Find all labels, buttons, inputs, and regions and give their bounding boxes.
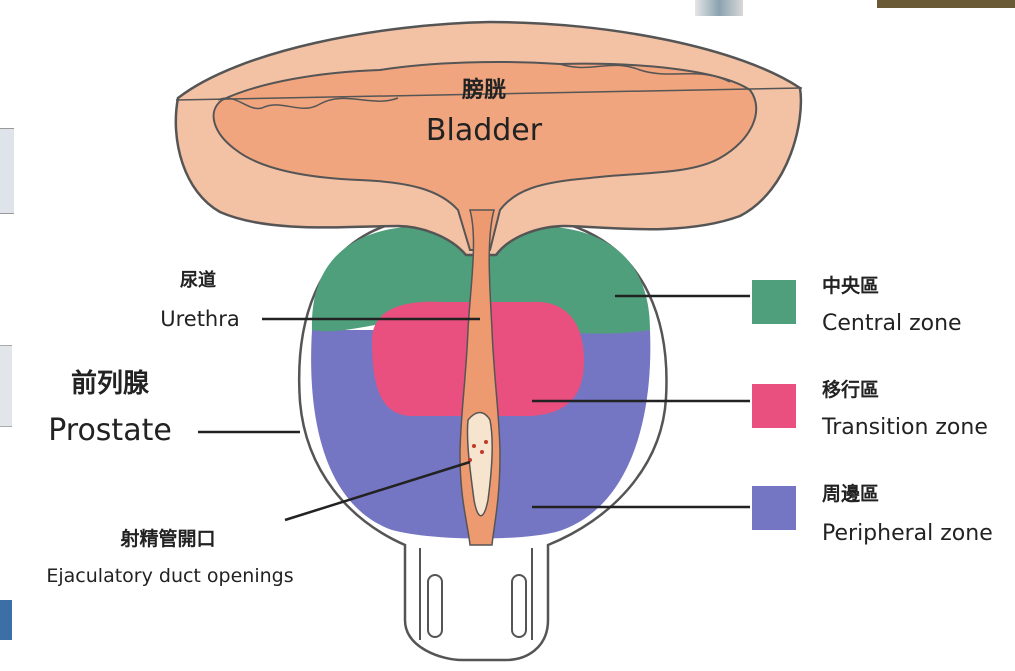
central-zone-swatch (752, 280, 796, 324)
prostate-label-cn: 前列腺 (71, 368, 150, 399)
legend-transition-zone: 移行區 Transition zone (752, 378, 988, 440)
ejaculatory-label-en: Ejaculatory duct openings (46, 565, 293, 587)
transition-zone-label-cn: 移行區 (822, 378, 879, 401)
peripheral-zone-label-cn: 周邊區 (822, 482, 879, 505)
peripheral-zone-label-en: Peripheral zone (822, 521, 993, 546)
urethra-label-en: Urethra (160, 307, 240, 331)
peripheral-zone-swatch (752, 486, 796, 530)
central-zone-label-en: Central zone (822, 311, 962, 336)
transition-zone-label-en: Transition zone (821, 415, 988, 440)
ejaculatory-label-cn: 射精管開口 (119, 527, 215, 550)
urethra-label-cn: 尿道 (180, 269, 216, 291)
central-zone-label-cn: 中央區 (822, 274, 879, 297)
legend-peripheral-zone: 周邊區 Peripheral zone (752, 482, 993, 546)
legend-central-zone: 中央區 Central zone (752, 274, 962, 336)
prostate-label-en: Prostate (48, 413, 172, 448)
transition-zone-swatch (752, 384, 796, 428)
bladder-label-en: Bladder (426, 113, 543, 148)
bladder-label-cn: 膀胱 (462, 77, 506, 103)
